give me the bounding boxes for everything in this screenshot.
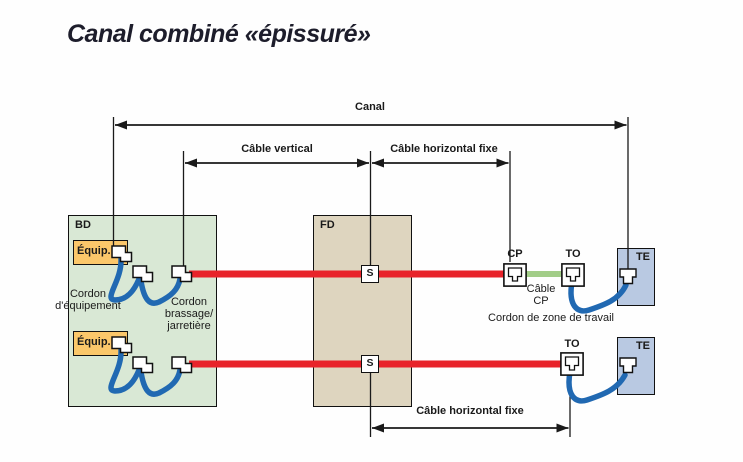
cordon-brassage-label: Cordon brassage/ jarretière <box>164 296 214 332</box>
cable-horizontal-top-label: Câble horizontal fixe <box>390 143 498 155</box>
page-title: Canal combiné «épissuré» <box>67 20 371 48</box>
cable-horizontal-bottom-label: Câble horizontal fixe <box>416 405 524 417</box>
bd-label: BD <box>75 219 91 231</box>
cordon-equipement-label: Cordon d'équipement <box>55 288 121 312</box>
bd-patch-port-icon-bottom-left <box>132 356 154 374</box>
to-jack-icon-bottom <box>560 352 584 376</box>
te-jack-icon-bottom <box>619 357 637 374</box>
cp-jack-icon <box>503 263 527 287</box>
bd-patch-port-icon-bottom-right <box>171 356 193 374</box>
to-label-top: TO <box>565 248 581 260</box>
equipment-port-icon-bottom <box>111 336 133 354</box>
cable-cp-label: Câble CP <box>526 283 556 307</box>
fd-label: FD <box>320 219 335 231</box>
cp-label: CP <box>507 248 523 260</box>
canal-dimension-label: Canal <box>355 101 385 113</box>
splice-icon-bottom: S <box>361 355 379 373</box>
te-label-top: TE <box>635 251 650 263</box>
te-jack-icon-top <box>619 268 637 285</box>
fd-distributor-box <box>313 215 412 407</box>
to-label-bottom: TO <box>564 338 580 350</box>
te-label-bottom: TE <box>635 340 650 352</box>
bd-patch-port-icon-top-left <box>132 265 154 283</box>
equip-label-top: Équip. <box>77 245 111 257</box>
cordon-zone-travail-label: Cordon de zone de travail <box>488 312 614 324</box>
splice-icon-top: S <box>361 265 379 283</box>
cable-vertical-label: Câble vertical <box>241 143 313 155</box>
equip-label-bottom: Équip. <box>77 336 111 348</box>
bd-patch-port-icon-top-right <box>171 265 193 283</box>
equipment-port-icon-top <box>111 245 133 263</box>
